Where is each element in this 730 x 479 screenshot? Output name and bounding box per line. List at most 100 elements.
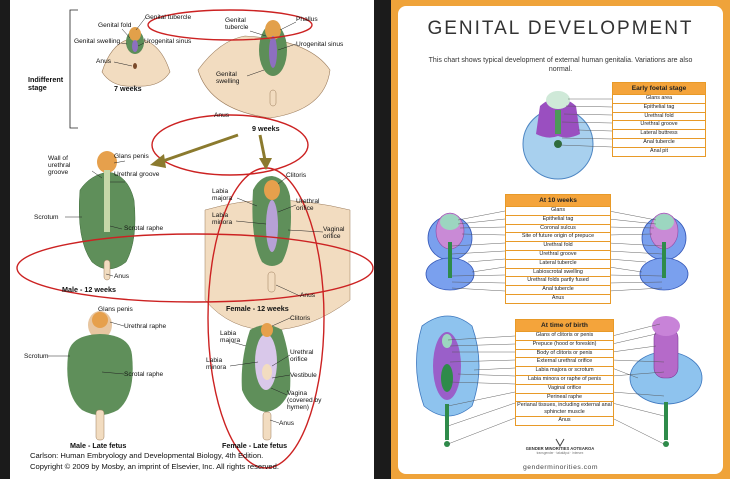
label-vaginal-orifice-12wk: Vaginal orifice [323,226,345,240]
week10-item: Anus [506,293,610,303]
label-vestibule: Vestibule [290,372,317,379]
label-anus-9wk: Anus [214,112,230,119]
birth-item: Labia minora or raphe of penis [516,374,613,384]
label-genital-swelling-9wk: Genital swelling [216,71,240,85]
gender-minorities-logo: GENDER MINORITIES AOTEAROA transgender ·… [524,438,596,458]
male-late-fetus-illustration [67,311,133,441]
label-urethral-raphe: Urethral raphe [124,323,167,330]
stage-7-weeks-illustration [101,27,171,87]
stage-9-weeks-illustration [197,20,331,119]
birth-legend: At time of birth Glans of clitoris or pe… [515,319,614,427]
birth-item: Prepuce (hood or foreskin) [516,339,613,349]
label-labia-majora-late: Labia majora [220,330,241,344]
poster-illustrations [416,91,703,447]
label-clitoris-late: Clitoris [290,315,311,322]
label-scrotal-raphe-12wk: Scrotal raphe [124,225,164,232]
label-urogenital-sinus-9wk: Urogenital sinus [296,41,344,48]
poster-subtitle: This chart shows typical development of … [428,57,693,73]
label-anus-late: Anus [279,420,295,427]
label-wall-urethral-groove: Wall of urethral groove [48,155,71,176]
credit-line-1: Carlson: Human Embryology and Developmen… [30,451,264,460]
birth-item: Vaginal orifice [516,383,613,393]
week10-item: Coronal sulcus [506,223,610,233]
week10-item: Glans [506,206,610,215]
label-anus-7wk: Anus [96,58,112,65]
credit-line-2: Copyright © 2009 by Mosby, an imprint of… [30,462,279,471]
birth-item: Body of clitoris or penis [516,348,613,358]
week10-legend: At 10 weeks Glans Epithelial tag Coronal… [505,194,611,304]
label-labia-majora-12wk: Labia majora [212,188,233,202]
stage-label-female-late: Female - Late fetus [222,441,288,450]
week10-item: Urethral folds partly fused [506,276,610,285]
label-anus-f12: Anus [300,292,316,299]
genital-development-poster: GENITAL DEVELOPMENT This chart shows typ… [398,6,723,474]
stage-label-male-12: Male - 12 weeks [62,285,116,294]
label-labia-minora-late: Labia minora [206,357,227,371]
stage-label-7-weeks: 7 weeks [114,84,142,93]
stage-label-indifferent: Indifferent stage [28,75,64,92]
stage-label-9-weeks: 9 weeks [252,124,280,133]
logo-subtitle: transgender · takatāpui · intersex [536,451,584,455]
early-item: Urethral groove [613,120,705,129]
week10-item: Epithelial tag [506,214,610,224]
birth-item: Perineal raphe [516,392,613,402]
embryology-illustrations [16,9,374,469]
label-urethral-orifice-late: Urethral orifice [290,349,314,363]
label-clitoris-12wk: Clitoris [286,172,307,179]
label-scrotum-late: Scrotum [24,353,49,360]
development-arrows [150,133,272,170]
early-item: Glans area [613,94,705,103]
early-foetal-illustration [522,91,594,180]
stage-label-male-late: Male - Late fetus [70,441,127,450]
week10-header: At 10 weeks [506,195,610,206]
week10-right-illustration [639,212,689,291]
week10-item: Site of future origin of prepuce [506,232,610,241]
embryology-figure-panel: Genital fold Genital tubercle Genital sw… [10,0,374,479]
label-scrotum-12wk: Scrotum [34,214,59,221]
early-item: Lateral buttress [613,129,705,138]
logo-mark-icon [555,438,565,448]
early-item: Anal pit [613,146,705,156]
label-anus-m12: Anus [114,273,130,280]
poster-title: GENITAL DEVELOPMENT [427,18,694,39]
stage-label-female-12: Female - 12 weeks [226,304,289,313]
logo-title: GENDER MINORITIES AOTEAROA [525,446,595,451]
birth-item: Anus [516,416,613,425]
label-glans-penis: Glans penis [114,153,149,160]
label-urogenital-sinus: Urogenital sinus [144,38,192,45]
label-phallus: Phallus [296,16,318,23]
male-12-weeks-illustration [78,151,136,281]
early-item: Anal tubercle [613,137,705,147]
week10-item: Labioscrotal swelling [506,267,610,277]
label-urethral-orifice-12wk: Urethral orifice [296,198,320,212]
female-late-fetus-illustration [241,323,291,441]
label-genital-swelling: Genital swelling [74,38,121,45]
week10-item: Urethral groove [506,249,610,259]
early-foetal-header: Early foetal stage [613,83,705,94]
birth-item: Labia majora or scrotum [516,366,613,375]
website-footer: genderminorities.com [523,464,598,471]
label-genital-fold: Genital fold [98,22,132,29]
week10-item: Anal tubercle [506,285,610,294]
leader-lines [48,16,324,424]
early-foetal-legend: Early foetal stage Glans area Epithelial… [612,82,706,157]
label-labia-minora-12wk: Labia minora [212,212,233,226]
birth-vulva-illustration [416,315,480,447]
birth-header: At time of birth [516,320,613,331]
week10-left-illustration [425,212,475,291]
week10-item: Urethral fold [506,241,610,250]
label-genital-tubercle: Genital tubercle [145,14,192,21]
birth-penis-illustration [629,316,703,447]
early-item: Urethral fold [613,111,705,121]
label-vagina-covered: Vagina (covered by hymen) [287,390,322,411]
poster-leader-lines [447,98,665,445]
birth-item: External urethral orifice [516,357,613,366]
label-genital-tubercle-9wk: Genital tubercle [225,17,249,31]
label-glans-penis-late: Glans penis [98,306,133,313]
birth-item: Glans of clitoris or penis [516,331,613,340]
label-scrotal-raphe-late: Scrotal raphe [124,371,164,378]
label-urethral-groove: Urethral groove [114,171,160,178]
early-item: Epithelial tag [613,102,705,112]
birth-item: Perianal tissues, including external ana… [516,401,613,416]
week10-item: Lateral tubercle [506,258,610,268]
